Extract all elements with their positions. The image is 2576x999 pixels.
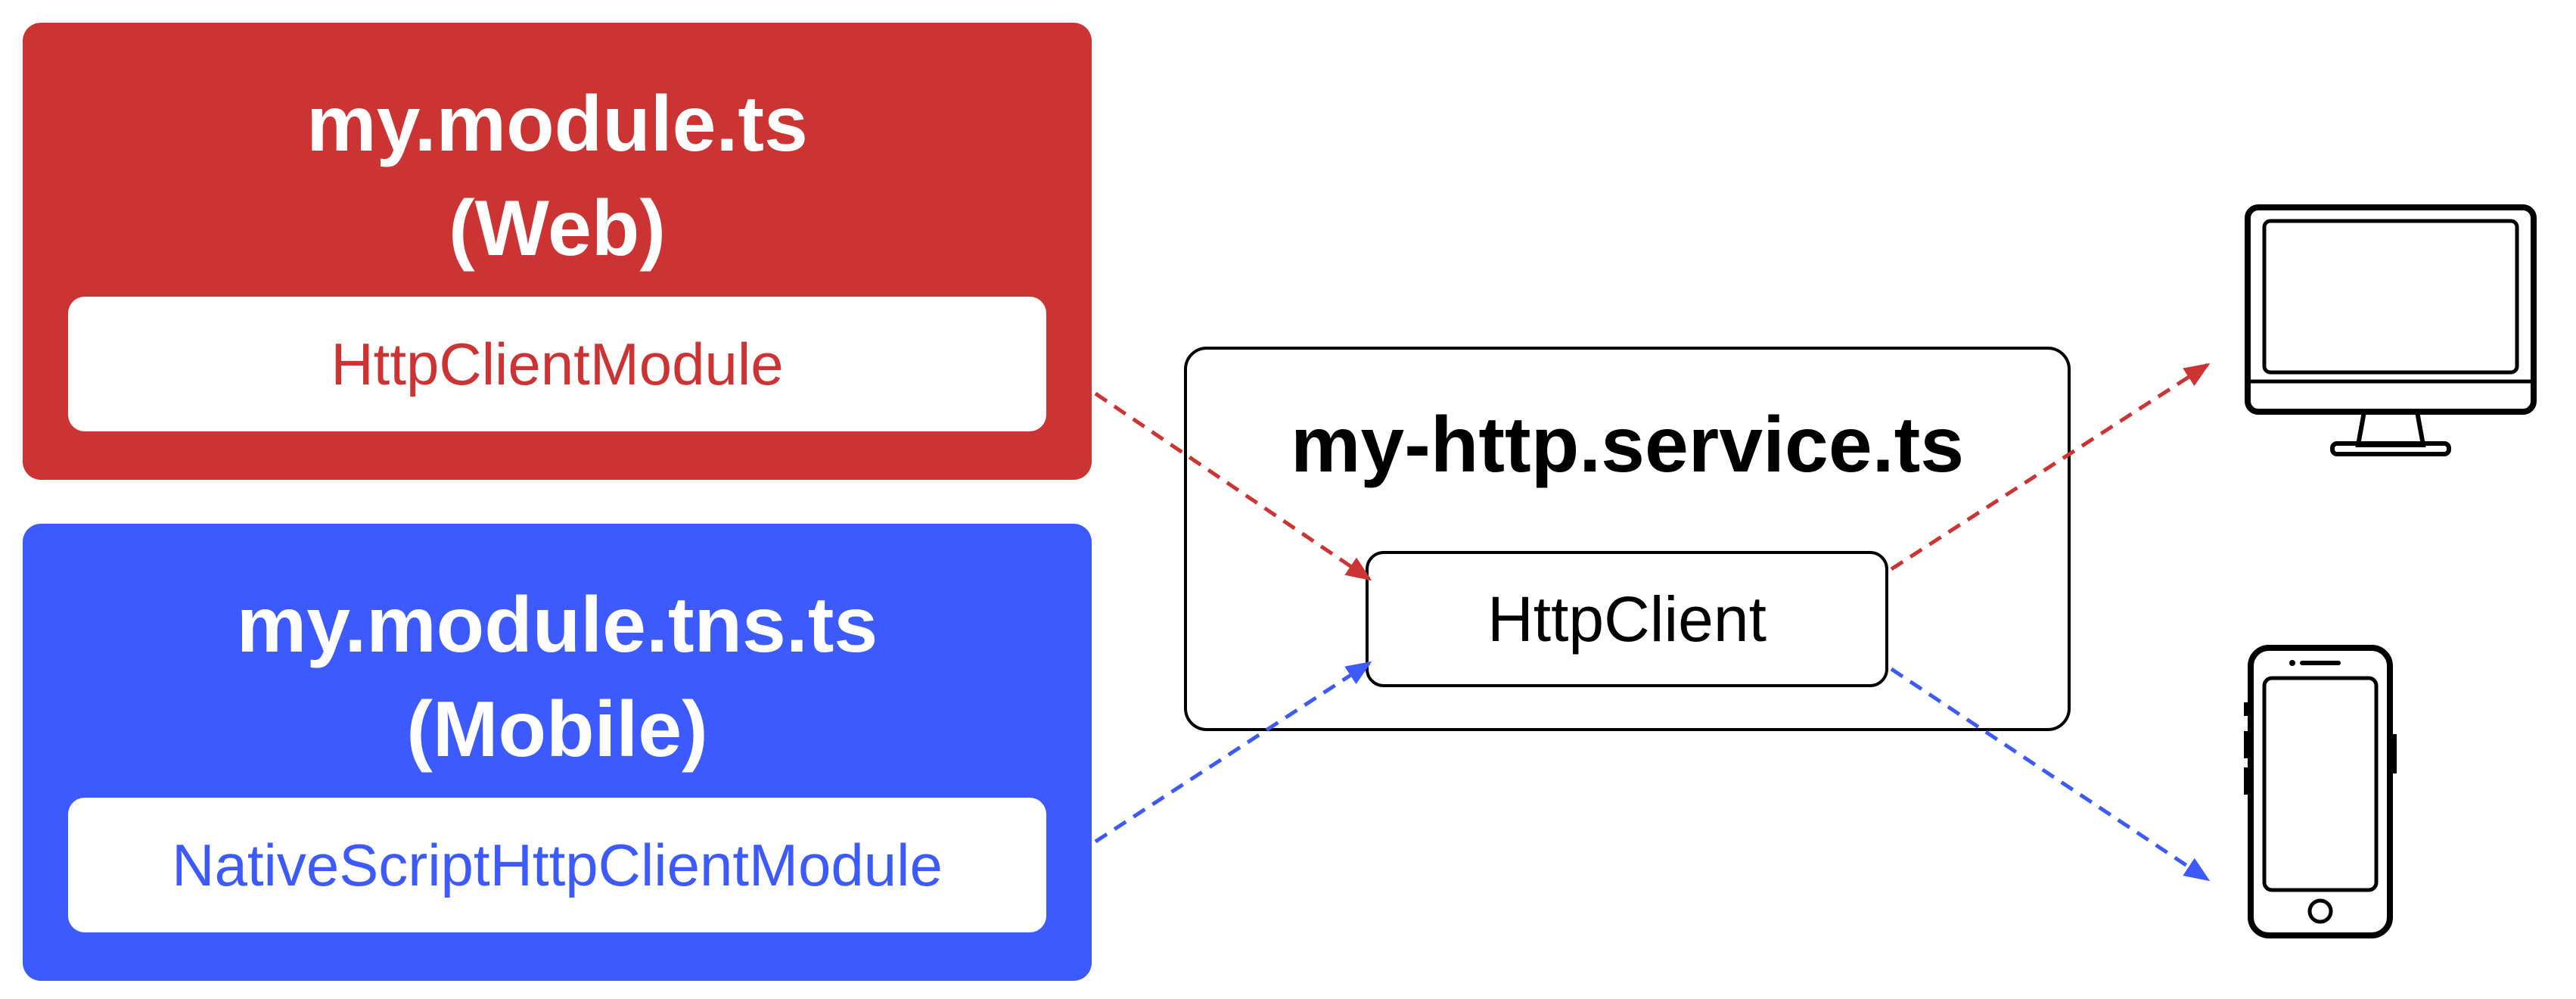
http-service-title: my-http.service.ts <box>1290 401 1965 489</box>
http-client-label: HttpClient <box>1487 583 1767 655</box>
http-client-module-label: HttpClientModule <box>331 330 784 397</box>
web-module-box: my.module.ts (Web) HttpClientModule <box>23 23 1092 480</box>
nativescript-http-client-module-box: NativeScriptHttpClientModule <box>68 798 1046 932</box>
web-module-subtitle: (Web) <box>449 185 666 272</box>
desktop-monitor-icon <box>2245 204 2537 456</box>
mobile-module-subtitle: (Mobile) <box>406 686 708 773</box>
http-client-box: HttpClient <box>1366 551 1888 687</box>
mobile-module-title: my.module.tns.ts <box>236 581 878 669</box>
http-client-module-box: HttpClientModule <box>68 297 1046 431</box>
nativescript-http-client-module-label: NativeScriptHttpClientModule <box>172 831 943 898</box>
mobile-module-box: my.module.tns.ts (Mobile) NativeScriptHt… <box>23 524 1092 981</box>
web-module-title: my.module.ts <box>306 80 808 168</box>
smartphone-icon <box>2244 645 2397 938</box>
